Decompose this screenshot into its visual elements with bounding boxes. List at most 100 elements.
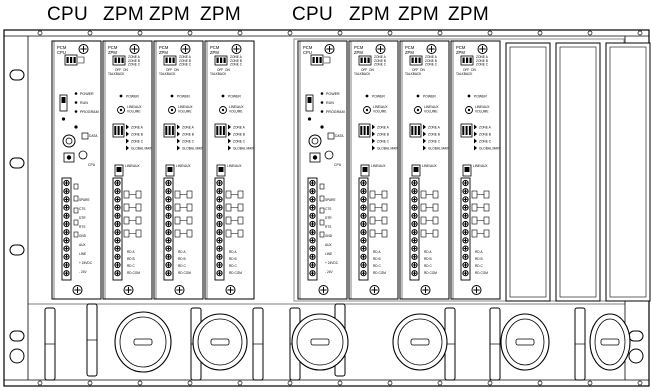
terminal-screw (216, 196, 223, 203)
terminal-screw (360, 237, 367, 244)
terminal-screw (411, 270, 418, 277)
cable-post (489, 307, 501, 381)
cable-ring-latch (515, 338, 535, 346)
power-label: POWER (474, 95, 487, 99)
terminal-screw (114, 229, 121, 236)
status-led (74, 92, 78, 95)
terminal-screw (462, 261, 469, 269)
dip-switch-lever (415, 57, 418, 63)
status-led (74, 101, 78, 104)
line-aux-input-label: LINE/AUX (371, 164, 386, 168)
pin-dot (320, 125, 324, 129)
terminal-screw (165, 220, 172, 228)
card-faceplate (399, 40, 450, 300)
volume-knob-center (119, 108, 123, 112)
off-label: OFF (412, 68, 418, 72)
zone-dip-lever (363, 126, 366, 135)
terminal-screw (165, 179, 172, 187)
zone-output-label: ZONE B (131, 132, 143, 136)
volume-knob-center (416, 108, 420, 112)
card-top-screw (477, 44, 488, 54)
power-label: POWER (423, 95, 436, 99)
terminal-label: GND (325, 234, 333, 238)
rd-label: RD B (475, 257, 483, 261)
cable-ring-latch (410, 338, 430, 346)
volume-label: VOLUME (127, 110, 140, 114)
off-label: OFF (217, 68, 223, 72)
terminal-screw (462, 245, 469, 252)
line-jack-hole (167, 167, 173, 172)
terminal-screw (360, 204, 367, 211)
card-title-line1: PCM (57, 45, 67, 50)
jumper-block (186, 216, 193, 225)
rd-label: RD A (475, 250, 483, 254)
card-top-screw (231, 44, 242, 54)
card-bottom-screw (123, 285, 134, 295)
rd-label: RD C (475, 264, 483, 268)
terminal-screw (309, 179, 316, 187)
power-led (365, 94, 369, 98)
terminal-screw (63, 179, 70, 187)
rd-label: RD C (229, 264, 237, 268)
card-title-line1: PCM (405, 45, 415, 50)
rd-label: RD C (178, 264, 186, 268)
jumper-block (420, 203, 427, 212)
rail-hole (637, 30, 643, 36)
zone-dip-lever (117, 126, 120, 135)
terminal-screw (309, 261, 316, 269)
rd-label: RD B (178, 257, 186, 261)
phone-jack-hole (66, 155, 72, 160)
dip-switch-lever (165, 57, 168, 63)
jumper-block (369, 190, 376, 199)
terminal-label: GND (79, 234, 87, 238)
terminal-label: CTS (325, 207, 331, 211)
zone-output-label: ZONE B (479, 132, 491, 136)
cable-ring-latch (133, 338, 153, 346)
dip-switch-lever (364, 57, 367, 63)
data-label: DATA (89, 134, 98, 138)
terminal-screw (411, 261, 418, 269)
zone-arrow (126, 124, 129, 130)
terminal-screw (360, 196, 367, 203)
dip-switch-lever (360, 57, 363, 63)
zone-dip-lever (465, 126, 468, 135)
jumper-block (174, 190, 181, 199)
card-title-line1: PCM (159, 45, 169, 50)
terminal-screw (165, 245, 172, 252)
terminal-label: - 24V (325, 270, 333, 274)
rail-hole (387, 380, 393, 386)
zone-arrow (474, 124, 477, 130)
led-label: RUN (326, 101, 334, 105)
rail-hole (137, 30, 143, 36)
zone-dip-lever (468, 126, 471, 135)
zone-select-label: ZONE C (476, 63, 489, 67)
terminal-screw (360, 220, 367, 228)
zone-dip-lever (120, 126, 123, 135)
rail-hole (237, 30, 243, 36)
off-label: OFF (361, 68, 367, 72)
rail-hole (187, 30, 193, 36)
zone-output-label: ZONE A (377, 125, 390, 129)
zone-select-label: ZONE C (374, 63, 387, 67)
terminal-label: LINE (325, 252, 332, 256)
terminal-screw (411, 253, 418, 260)
zone-dip-lever (366, 126, 369, 135)
cable-ring-latch (210, 338, 230, 346)
dip-bracket (324, 56, 331, 64)
jumper-block (237, 203, 244, 212)
zone-dip-lever (462, 126, 465, 135)
terminal-screw (309, 270, 316, 277)
dip-switch-lever (466, 57, 469, 63)
terminal-screw (114, 261, 121, 269)
rd-label: RD COM (178, 271, 191, 275)
label-zpm-3: ZPM (200, 4, 242, 25)
rd-label: RD B (229, 257, 237, 261)
zone-output-label: GLOBAL MAIN (428, 146, 450, 150)
cable-ring (291, 313, 349, 371)
zone-select-label: ZONE A (128, 55, 141, 59)
dip-switch-lever (319, 57, 322, 63)
rs232-jack-inner (65, 137, 73, 145)
